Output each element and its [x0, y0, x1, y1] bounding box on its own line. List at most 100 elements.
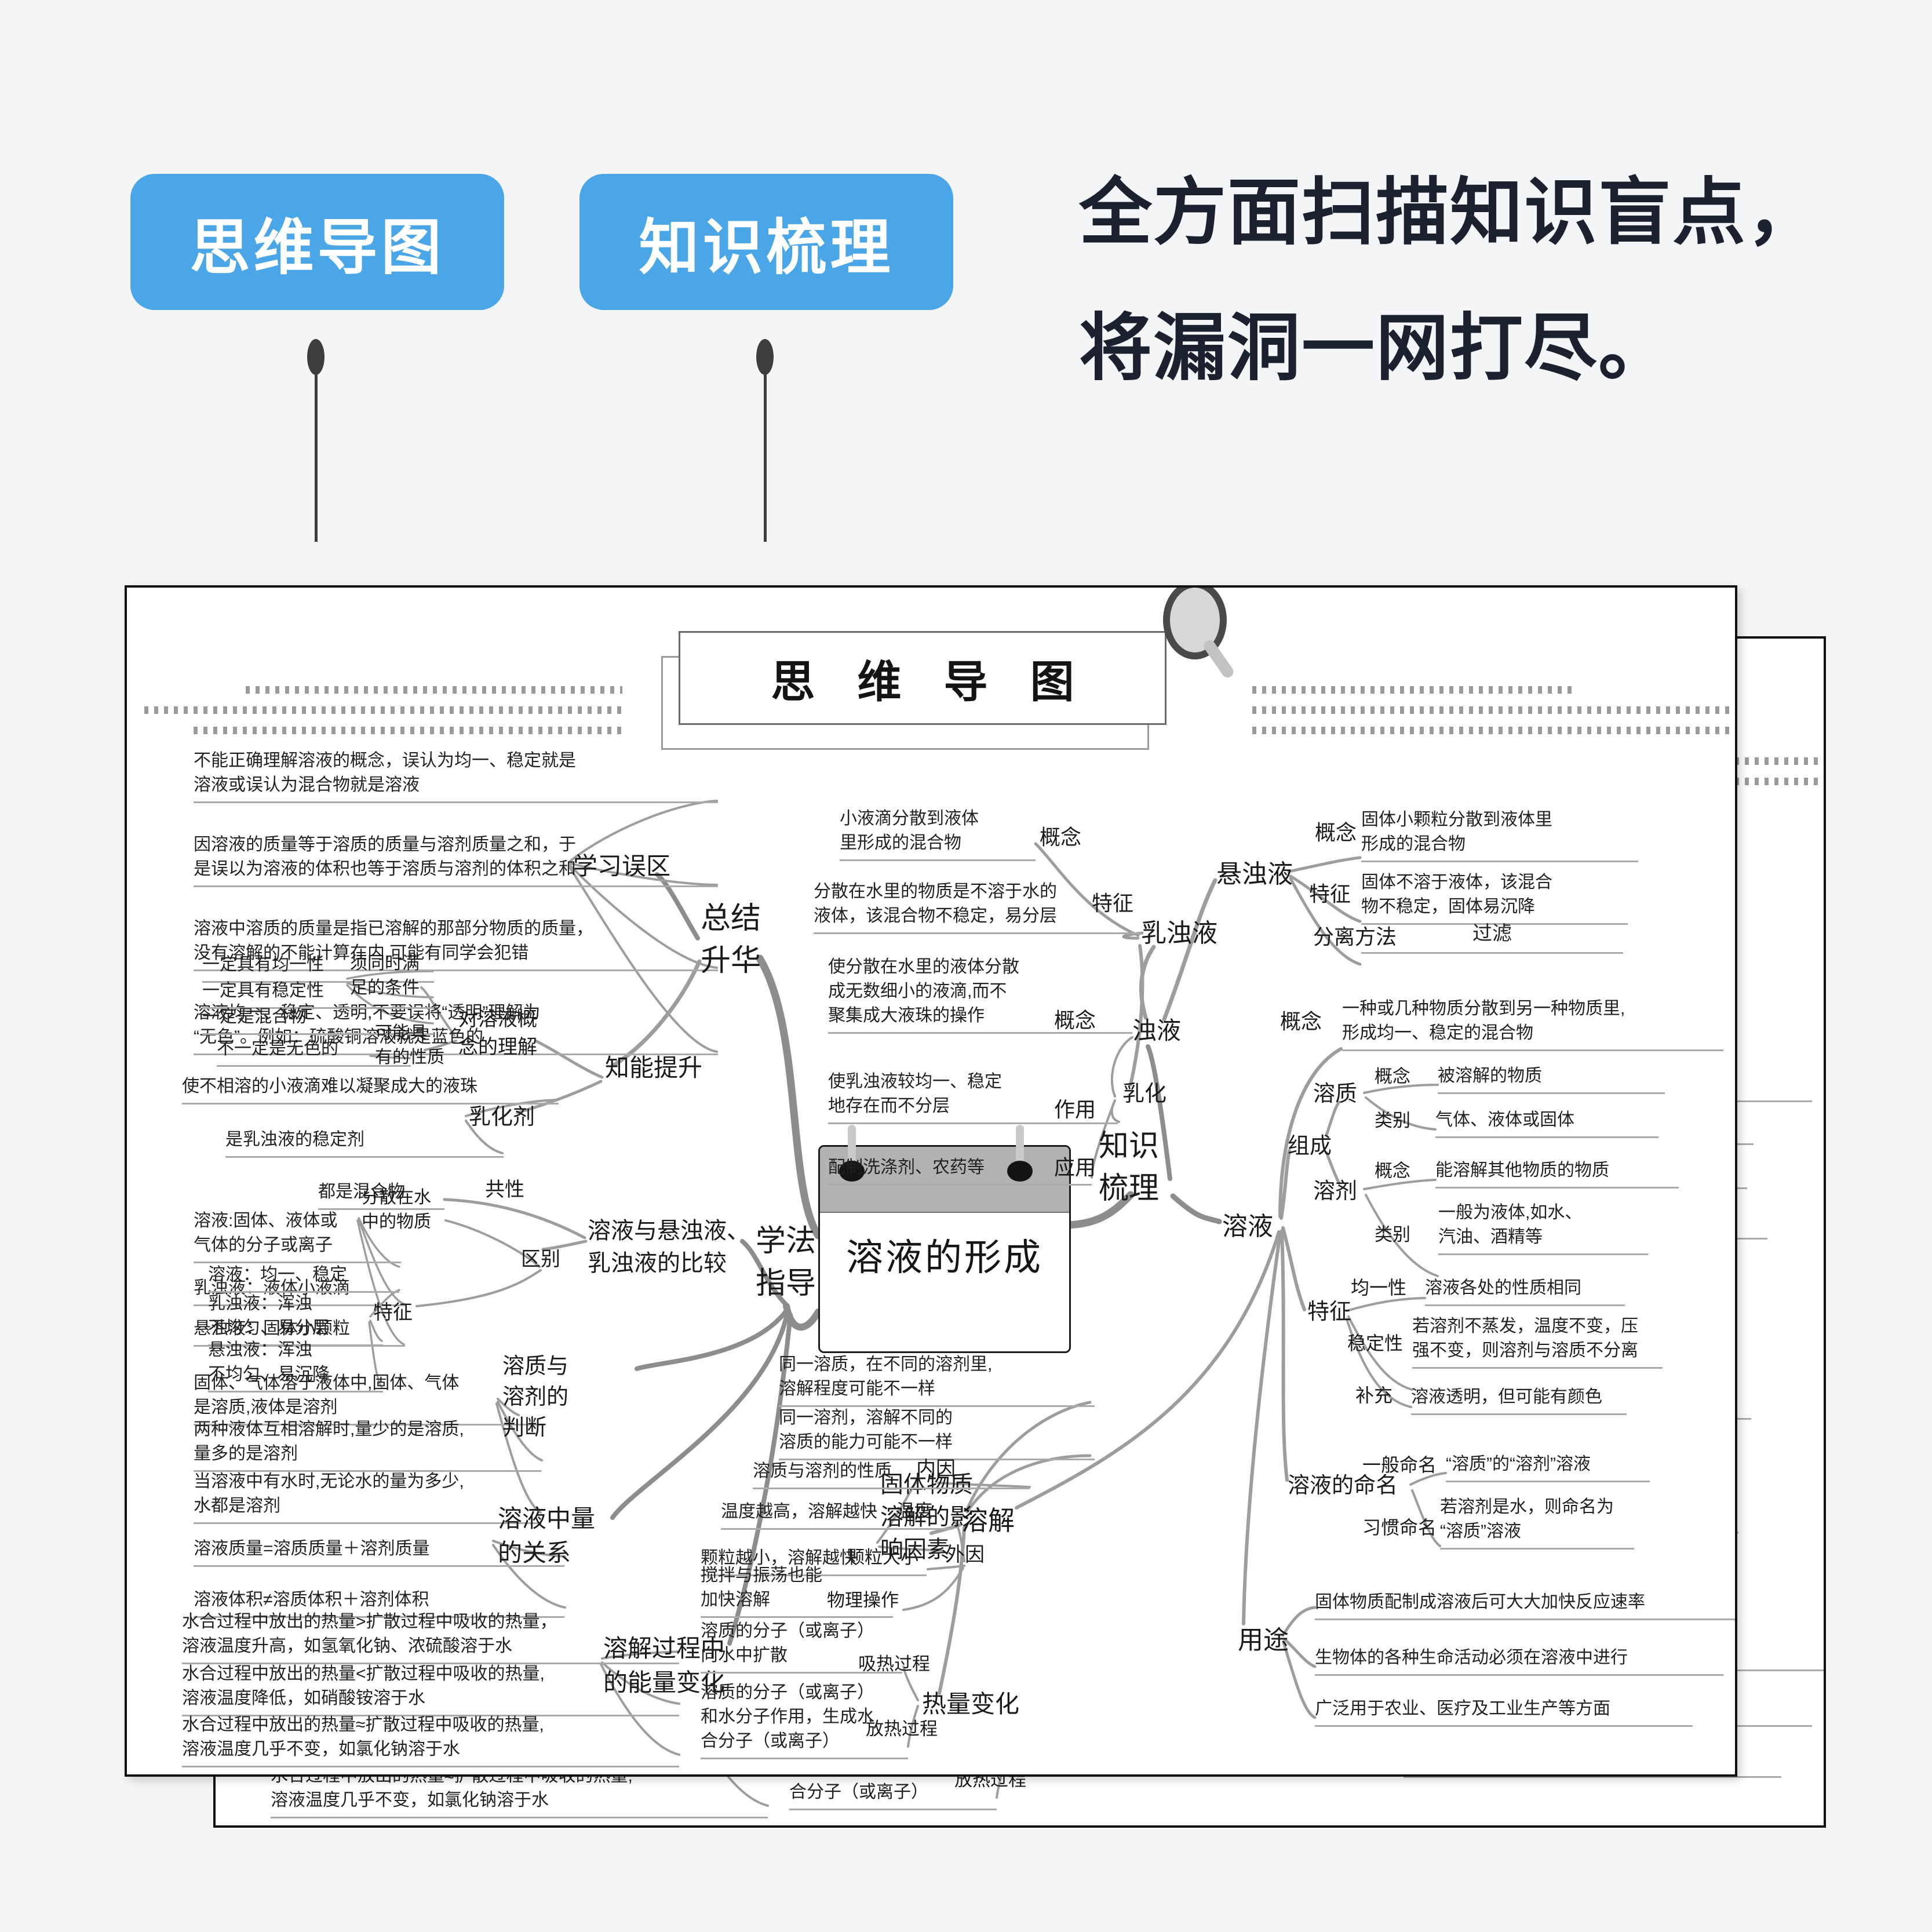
label-knowledge-improvement: 知能提升 [605, 1054, 703, 1081]
dotted-line-right-1 [1252, 686, 1577, 694]
misconception-3: 溶液中溶质的质量是指已溶解的那部分物质的质量， 没有溶解的不能计算在内,可能有同… [194, 917, 718, 971]
header-box: 思 维 导 图 [679, 631, 1167, 725]
misconception-4: 溶液均一、稳定、透明,不要误将“透明”理解为 “无色”。例如：硫酸铜溶液就是蓝色… [194, 1001, 718, 1055]
item-emulsion-concept: 小液滴分散到液体 里形成的混合物 [840, 807, 1036, 861]
item-solution-concept: 一种或几种物质分散到另一种物质里, 形成均一、稳定的混合物 [1342, 997, 1723, 1051]
label-internal-cause: 内因 [916, 1458, 956, 1480]
item-not-colorless: 不一定是无色的 [217, 1037, 411, 1067]
label-emulsion-concept: 概念 [1040, 825, 1082, 849]
topic-pin-left-ball [839, 1161, 865, 1182]
label-quantity-relation: 溶液中量 的关系 [498, 1505, 596, 1566]
item-customary-naming: 若溶剂是水，则命名为 “溶质”溶液 [1440, 1495, 1634, 1550]
center-topic-title: 溶液的形成 [846, 1237, 1043, 1278]
label-suspension: 悬浊液 [1216, 860, 1293, 888]
label-uses: 用途 [1238, 1626, 1289, 1654]
item-heat-equal: 水合过程中放出的热量≈扩散过程中吸收的热量, 溶液温度几乎不变，如氯化钠溶于水 [182, 1713, 679, 1767]
label-solution-concept: 概念 [1280, 1009, 1322, 1033]
cond-mixture: 一定是混合物 [202, 1005, 434, 1035]
item-use-1: 固体物质配制成溶液后可大大加快反应速率 [1315, 1590, 1735, 1620]
item-all-mixtures: 都是混合物 [318, 1180, 444, 1210]
center-topic-header [820, 1147, 1069, 1213]
item-emulsification-application: 配制洗涤剂、农药等 [828, 1155, 1092, 1186]
label-separation-method: 分离方法 [1313, 925, 1397, 949]
dotted-line-right-3 [1252, 727, 1735, 734]
item-internal-cause: 溶质与溶剂的性质 [753, 1459, 1030, 1489]
label-emulsification: 乳化 [1122, 1082, 1167, 1106]
label-solute-concept: 概念 [1375, 1066, 1410, 1087]
item-solute-category: 气体、液体或固体 [1435, 1108, 1658, 1138]
label-uniformity: 均一性 [1351, 1277, 1407, 1298]
label-physical-operation: 物理操作 [827, 1590, 899, 1610]
label-external-cause: 外因 [945, 1544, 985, 1566]
label-study-method-guidance: 学法 指导 [756, 1224, 816, 1300]
label-solution: 溶液 [1222, 1212, 1273, 1241]
item-same-solvent: 同一溶剂，溶解不同的 溶质的能力可能不一样 [779, 1406, 1095, 1460]
pointer-line-left [315, 371, 318, 542]
label-emulsion: 乳浊液 [1141, 919, 1217, 947]
item-mass-relation: 溶液质量=溶质质量＋溶剂质量 [194, 1537, 564, 1567]
item-exothermic: 溶质的分子（或离子） 和水分子作用，生成水 合分子（或离子） [701, 1681, 908, 1759]
label-commonality: 共性 [485, 1179, 524, 1201]
item-uniformity: 溶液各处的性质相同 [1425, 1276, 1625, 1306]
cond-uniformity: 一定具有均一性 [202, 953, 434, 983]
item-emulsifier-1: 使不相溶的小液滴难以凝聚成大的液珠 [182, 1074, 559, 1104]
label-composition: 组成 [1288, 1134, 1332, 1158]
item-supplement: 溶液透明，但可能有颜色 [1411, 1385, 1627, 1415]
item-filtration: 过滤 [1361, 920, 1623, 954]
item-suspension-feature: 固体不溶于液体，该混合 物不稳定，固体易沉降 [1361, 870, 1628, 925]
item-dispersed-emulsion: 乳浊液：液体小液滴 [194, 1276, 405, 1306]
item-emulsifier-2: 是乳浊液的稳定剂 [225, 1128, 504, 1158]
item-emulsion-feature: 分散在水里的物质是不溶于水的 液体，该混合物不稳定，易分层 [814, 880, 1141, 934]
label-required-conditions: 须同时满 足的条件 [350, 954, 420, 997]
label-supplement: 补充 [1355, 1385, 1393, 1406]
pointer-line-right [764, 371, 767, 542]
label-study-misconceptions: 学习误区 [573, 852, 671, 880]
item-judge-1: 固体、气体溶于液体中,固体、气体 是溶质,液体是溶剂 [194, 1371, 541, 1426]
item-judge-2: 两种液体互相溶解时,量少的是溶质, 量多的是溶剂 [194, 1417, 541, 1472]
item-same-solute: 同一溶质，在不同的溶剂里, 溶解程度可能不一样 [779, 1353, 1095, 1407]
label-endothermic: 吸热过程 [858, 1654, 930, 1674]
item-physical-operation: 搅拌与振荡也能 加快溶解 [701, 1563, 893, 1618]
pointer-dot-left [307, 339, 325, 375]
label-solid-dissolution-factors: 固体物质 溶解的影 响因素 [880, 1472, 973, 1562]
badge-mind-map-label: 思维导图 [189, 214, 445, 282]
item-solvent-concept: 能溶解其他物质的物质 [1435, 1158, 1679, 1189]
topic-pin-right-ball [1007, 1161, 1033, 1182]
badge-knowledge-sorting: 知识梳理 [579, 174, 953, 310]
item-judge-3: 当溶液中有水时,无论水的量为多少, 水都是溶剂 [194, 1470, 541, 1524]
item-heat-greater: 水合过程中放出的热量>扩散过程中吸收的热量， 溶液温度升高，如氢氧化钠、浓硫酸溶… [182, 1610, 679, 1664]
page-sheet-front: 思 维 导 图 溶液的形成 不能正确理解溶液的概念，误认为均一、稳定就是 溶液或… [125, 585, 1737, 1777]
label-solute-category: 类别 [1375, 1110, 1410, 1131]
topic-pin-right [1016, 1125, 1024, 1163]
dotted-line-left-1 [246, 686, 622, 694]
label-solution-features: 特征 [1307, 1300, 1352, 1324]
item-endothermic: 溶质的分子（或离子） 向水中扩散 [701, 1619, 902, 1674]
item-volume-relation: 溶液体积≠溶质体积＋溶剂体积 [194, 1588, 564, 1618]
label-stability: 稳定性 [1347, 1333, 1404, 1354]
misconception-2: 因溶液的质量等于溶质的质量与溶剂质量之和，于 是误以为溶液的体积也等于溶质与溶剂… [194, 833, 718, 887]
misconception-1: 不能正确理解溶液的概念，误认为均一、稳定就是 溶液或误认为混合物就是溶液 [194, 749, 718, 803]
label-comparison: 溶液与悬浊液、 乳浊液的比较 [588, 1218, 750, 1276]
promo-headline: 全方面扫描知识盲点， 将漏洞一网打尽。 [1079, 172, 1821, 389]
item-solute-concept: 被溶解的物质 [1438, 1064, 1665, 1094]
label-solute: 溶质 [1313, 1082, 1358, 1106]
item-dispersed-suspension: 悬浊液：固体小颗粒 [194, 1317, 405, 1347]
item-particle-size: 颗粒越小，溶解越快 [701, 1546, 927, 1576]
topic-pin-left [848, 1125, 856, 1163]
dotted-line-left-2 [144, 706, 622, 714]
label-turbid-liquid: 浊液 [1132, 1017, 1182, 1044]
label-emulsifier: 乳化剂 [469, 1105, 535, 1129]
item-temperature: 温度越高，溶解越快 [721, 1500, 953, 1530]
label-difference: 区别 [521, 1248, 560, 1270]
label-solvent-category: 类别 [1375, 1224, 1410, 1245]
label-solute-solvent-judgement: 溶质与 溶剂的 判断 [502, 1354, 569, 1441]
label-suspension-feature: 特征 [1309, 882, 1351, 906]
label-substance-in-water: 分散在水 中的物质 [362, 1188, 431, 1231]
label-solution-concept-understanding: 对溶液概 念的理解 [458, 1008, 537, 1058]
item-dispersed-solution: 溶液:固体、液体或 气体的分子或离子 [194, 1209, 401, 1263]
label-particle-size: 颗粒大小 [847, 1547, 918, 1568]
item-emulsification-concept: 使分散在水里的液体分散 成无数细小的液滴,而不 聚集成大液珠的操作 [828, 955, 1132, 1034]
item-suspension-concept: 固体小颗粒分散到液体里 形成的混合物 [1361, 808, 1638, 862]
item-emulsification-effect: 使乳浊液较均一、稳定 地存在而不分层 [828, 1070, 1118, 1124]
magnifier-icon [1163, 588, 1236, 680]
